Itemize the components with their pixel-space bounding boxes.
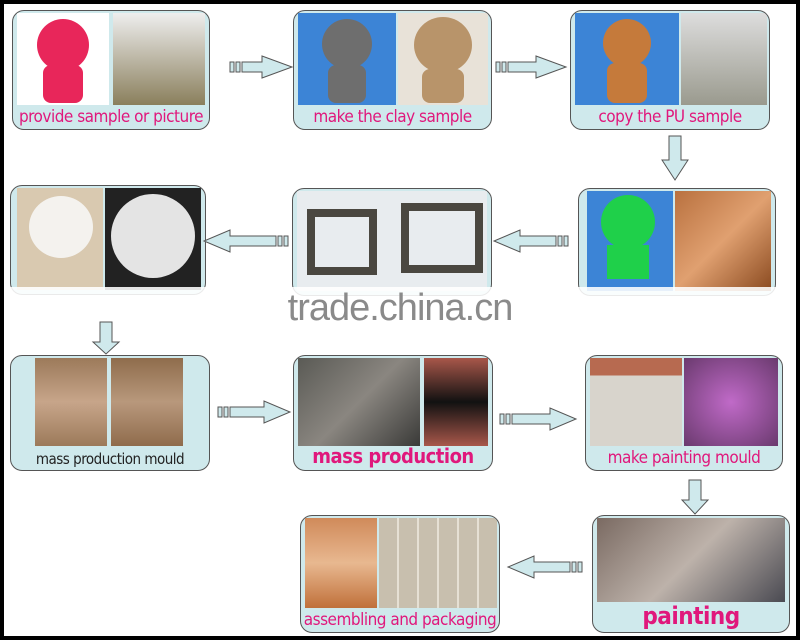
step-provide-sample: provide sample or picture xyxy=(12,10,210,130)
photo-white-figure-2 xyxy=(105,188,201,290)
arrow-right-icon xyxy=(495,55,568,79)
arrow-right-icon xyxy=(499,407,578,431)
photo-painting-workshop xyxy=(597,518,785,602)
photo-white-figure-1 xyxy=(17,188,103,290)
arrow-left-icon xyxy=(202,229,289,253)
photo-copper-figures xyxy=(675,191,771,291)
photo-clay-brown xyxy=(398,13,488,105)
photo-monkey-figure xyxy=(113,13,205,105)
photo-clay-gray xyxy=(298,13,396,105)
step-label: provide sample or picture xyxy=(18,107,204,127)
photo-boxes xyxy=(379,518,497,608)
step-green-copy xyxy=(578,188,776,296)
step-painting: painting xyxy=(592,515,790,633)
arrow-down-icon xyxy=(661,135,689,181)
arrow-right-icon xyxy=(229,55,294,79)
step-clay-sample: make the clay sample xyxy=(293,10,492,130)
step-painting-mould: make painting mould xyxy=(585,355,783,471)
photo-factory xyxy=(298,358,420,446)
step-pu-sample: copy the PU sample xyxy=(570,10,770,130)
photo-mould-1 xyxy=(35,358,107,446)
photo-pu-monkey xyxy=(681,13,767,105)
arrow-right-icon xyxy=(217,400,292,424)
photo-painting-tools xyxy=(590,358,682,446)
arrow-left-icon xyxy=(506,555,583,579)
step-label: make the clay sample xyxy=(313,107,472,127)
step-label: mass production xyxy=(312,444,474,468)
process-diagram: provide sample or picture make the clay … xyxy=(4,4,796,636)
watermark-band xyxy=(4,287,796,331)
photo-pink-figure xyxy=(17,13,109,105)
photo-green-figure xyxy=(587,191,673,291)
step-mass-production: mass production xyxy=(293,355,493,471)
photo-mould-2 xyxy=(111,358,183,446)
step-white-figure xyxy=(10,185,206,295)
photo-assembling xyxy=(305,518,377,608)
step-label: assembling and packaging xyxy=(303,610,497,630)
step-label: copy the PU sample xyxy=(598,107,742,127)
step-assembling-packaging: assembling and packaging xyxy=(300,515,500,633)
photo-parts xyxy=(424,358,488,446)
photo-painting-mask xyxy=(684,358,778,446)
step-label: make painting mould xyxy=(607,448,761,468)
step-mould-making xyxy=(292,188,492,296)
step-mass-production-mould: mass production mould xyxy=(10,355,210,471)
watermark: trade.china.cn xyxy=(287,287,514,329)
arrow-down-icon xyxy=(680,479,710,515)
arrow-left-icon xyxy=(492,229,569,253)
step-label: mass production mould xyxy=(35,450,185,468)
photo-metal-mould xyxy=(297,191,487,291)
step-label: painting xyxy=(642,602,740,630)
photo-pu-figure xyxy=(575,13,679,105)
